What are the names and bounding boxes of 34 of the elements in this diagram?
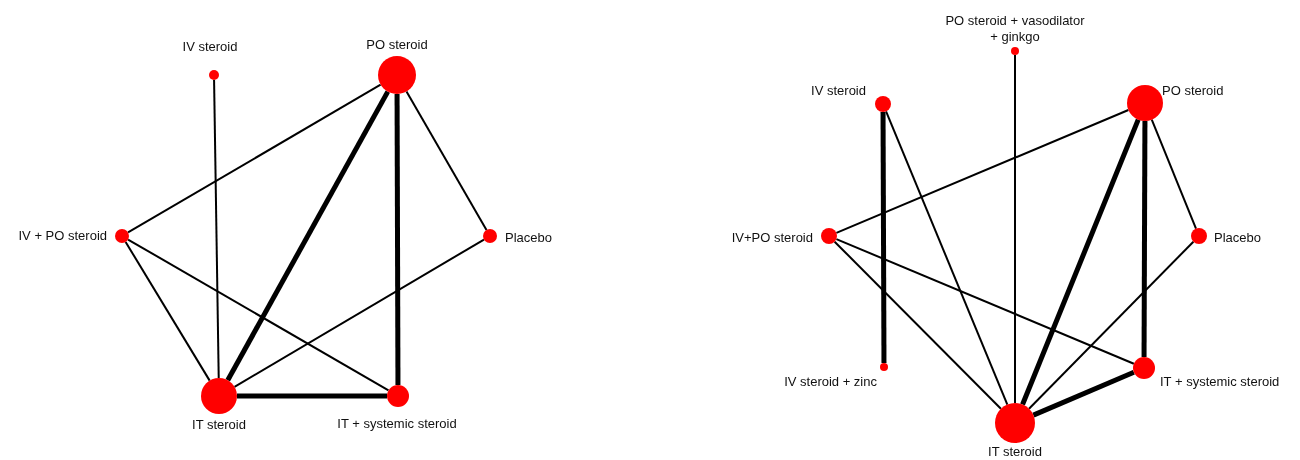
node-label: IV + PO steroid	[18, 228, 107, 244]
network-link	[880, 112, 887, 363]
network-link	[213, 79, 220, 379]
node-label: IV steroid	[182, 39, 238, 55]
network-link	[885, 110, 1009, 406]
network-link	[127, 83, 382, 234]
network-link	[1020, 118, 1141, 406]
node-label: Placebo	[1214, 230, 1261, 246]
node-label: IT steroid	[988, 444, 1042, 460]
network-link	[1150, 118, 1197, 230]
network-link	[833, 240, 1002, 410]
node-label: IV steroid	[811, 83, 866, 99]
network-link	[394, 94, 401, 385]
node-label: PO steroid	[366, 37, 428, 53]
node-label: IT + systemic steroid	[337, 416, 457, 432]
network-link	[1141, 121, 1148, 357]
network-link	[225, 90, 390, 382]
network-link	[1032, 370, 1135, 418]
node-label: PO steroid	[1162, 83, 1224, 99]
node-label: IV steroid + zinc	[784, 374, 877, 390]
node-label: IT + systemic steroid	[1160, 374, 1280, 390]
network-link	[127, 238, 390, 392]
node-label: PO steroid + vasodilator + ginkgo	[945, 13, 1085, 45]
network-link	[835, 238, 1135, 365]
node-label: IT steroid	[192, 417, 246, 433]
network-link	[835, 109, 1130, 234]
node-label: IV+PO steroid	[731, 230, 813, 246]
network-link	[124, 241, 211, 382]
network-link	[237, 393, 387, 399]
network-link	[233, 238, 485, 388]
node-label: Placebo	[505, 230, 552, 246]
network-link	[405, 90, 488, 231]
network-link	[1028, 240, 1195, 410]
network-link	[1014, 54, 1016, 404]
